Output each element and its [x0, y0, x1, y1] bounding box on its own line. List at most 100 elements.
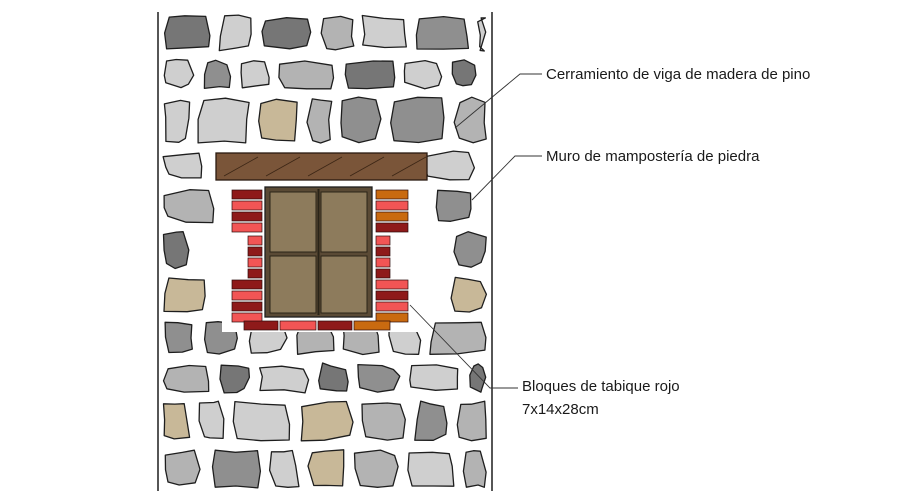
stone	[407, 451, 455, 487]
stone	[259, 365, 310, 394]
stone	[450, 276, 488, 313]
stone	[409, 364, 459, 391]
beam-grain	[265, 156, 301, 177]
beam-grain	[349, 156, 385, 177]
beam-grain	[223, 156, 259, 177]
brick-leader-line	[409, 304, 518, 389]
stone	[163, 99, 191, 143]
stone	[344, 60, 396, 90]
stone	[435, 189, 472, 222]
brick-annotation-line2: 7x14x28cm	[522, 401, 599, 418]
brick	[375, 211, 409, 222]
stone	[162, 231, 190, 270]
brick	[231, 189, 263, 200]
brick	[231, 222, 263, 233]
stone	[361, 402, 406, 441]
brick	[375, 301, 409, 312]
brick	[375, 189, 409, 200]
stone	[197, 97, 250, 144]
stone	[340, 96, 382, 144]
stone	[403, 59, 443, 90]
stone	[163, 277, 206, 313]
stone	[390, 96, 445, 144]
brick	[231, 301, 263, 312]
brick	[247, 268, 263, 279]
stone	[415, 15, 470, 50]
wall-annotation: Muro de mampostería de piedra	[546, 148, 760, 165]
brick	[375, 268, 391, 279]
brick	[375, 200, 409, 211]
stone	[163, 189, 215, 224]
brick	[375, 257, 391, 268]
shutter-panel	[269, 191, 317, 253]
stone	[453, 96, 487, 144]
stone	[353, 449, 399, 488]
stone	[164, 321, 193, 354]
stone	[320, 15, 355, 51]
stone	[278, 60, 335, 90]
stone	[306, 98, 333, 144]
wall-leader-line	[471, 155, 542, 201]
stone	[357, 363, 401, 393]
beam-grain	[391, 156, 427, 177]
stone	[203, 59, 232, 90]
stone	[451, 59, 477, 87]
stone	[318, 362, 349, 392]
pine-beam	[215, 152, 428, 181]
stone	[162, 364, 210, 393]
stone	[462, 450, 487, 488]
stone	[219, 364, 251, 394]
stone	[258, 98, 298, 142]
shutter-panel	[269, 255, 317, 314]
beam-leader-line	[454, 73, 542, 129]
brick	[231, 279, 263, 290]
brick	[375, 222, 409, 233]
brick	[243, 320, 279, 331]
stone	[307, 449, 345, 487]
shutter-panel	[320, 255, 368, 314]
stone	[453, 231, 487, 268]
stone	[477, 17, 487, 52]
stone	[211, 449, 262, 489]
stone	[164, 449, 201, 486]
stone	[361, 14, 407, 49]
stone	[414, 400, 448, 441]
leader-lines	[409, 73, 542, 389]
stone	[163, 15, 211, 50]
stone-masonry-wall	[157, 12, 493, 491]
beam-grain	[307, 156, 343, 177]
brick	[375, 290, 409, 301]
stone	[240, 60, 270, 89]
stone	[162, 403, 191, 440]
stone	[261, 17, 312, 50]
stone	[218, 14, 252, 52]
window-opening	[215, 150, 428, 332]
brick	[375, 279, 409, 290]
brick	[231, 211, 263, 222]
stone	[163, 58, 195, 89]
beam-annotation: Cerramiento de viga de madera de pino	[546, 66, 810, 83]
brick	[247, 235, 263, 246]
brick-annotation-line1: Bloques de tabique rojo	[522, 378, 680, 395]
brick	[247, 257, 263, 268]
shutter-panel	[320, 191, 368, 253]
brick	[375, 312, 409, 323]
stone	[429, 321, 487, 355]
brick	[375, 235, 391, 246]
brick	[231, 290, 263, 301]
stone	[232, 400, 291, 442]
brick	[353, 320, 391, 331]
brick	[279, 320, 317, 331]
brick	[231, 200, 263, 211]
stone	[268, 449, 300, 488]
stone	[198, 400, 225, 440]
brick	[375, 246, 391, 257]
brick	[247, 246, 263, 257]
stone	[423, 150, 476, 181]
brick	[317, 320, 353, 331]
stone	[300, 400, 354, 442]
brick	[231, 312, 263, 323]
stone	[162, 152, 203, 179]
stone	[456, 400, 487, 442]
